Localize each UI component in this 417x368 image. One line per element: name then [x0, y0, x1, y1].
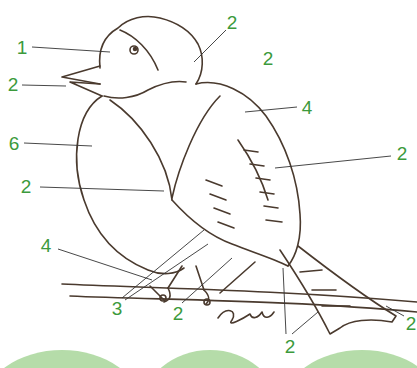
leader-line [245, 107, 297, 112]
tail-bars [300, 270, 350, 306]
leader-line [125, 244, 208, 300]
head-mark [120, 30, 158, 70]
pupil [134, 48, 137, 51]
beak [70, 82, 102, 96]
tail [280, 246, 396, 334]
back [196, 83, 300, 266]
wing-bars [206, 180, 234, 228]
green-arc [282, 350, 417, 368]
beak [62, 66, 100, 84]
green-arc [142, 350, 278, 368]
leader-lines [22, 30, 404, 334]
head [100, 16, 203, 84]
callout-number: 2 [227, 13, 238, 32]
callout-number: 6 [9, 134, 20, 153]
leader-line [194, 30, 226, 62]
leader-line [292, 312, 318, 334]
bird-outline [62, 16, 417, 334]
callout-number: 4 [41, 236, 52, 255]
leader-line [283, 268, 286, 334]
leader-line [32, 47, 110, 52]
callout-number: 2 [285, 337, 296, 356]
toe [204, 299, 210, 305]
toe [160, 295, 166, 301]
callout-number: 3 [112, 299, 123, 318]
callout-number: 2 [406, 314, 417, 333]
callout-number: 2 [397, 144, 408, 163]
leader-line [24, 143, 92, 146]
eye [130, 46, 138, 54]
breast [77, 96, 184, 274]
wing-feather [238, 140, 268, 200]
breast-line [110, 100, 172, 200]
signature [218, 311, 274, 323]
callout-number: 2 [8, 75, 19, 94]
wing-bars [244, 150, 282, 222]
leader-line [58, 249, 152, 280]
leader-line [40, 187, 164, 191]
callout-number: 2 [263, 49, 274, 68]
green-arcs [0, 350, 417, 368]
legs [168, 266, 204, 290]
callout-number: 2 [21, 177, 32, 196]
feet [150, 286, 209, 304]
leader-line [22, 85, 66, 86]
leader-line [386, 306, 404, 316]
callout-number: 1 [17, 38, 28, 57]
leader-line [275, 156, 391, 168]
leader-line [182, 258, 232, 303]
throat-line [104, 81, 186, 98]
callout-number: 4 [302, 98, 313, 117]
leader-line [122, 230, 204, 298]
green-arc [0, 350, 142, 368]
branch-twig [220, 262, 255, 293]
callout-number: 2 [173, 304, 184, 323]
